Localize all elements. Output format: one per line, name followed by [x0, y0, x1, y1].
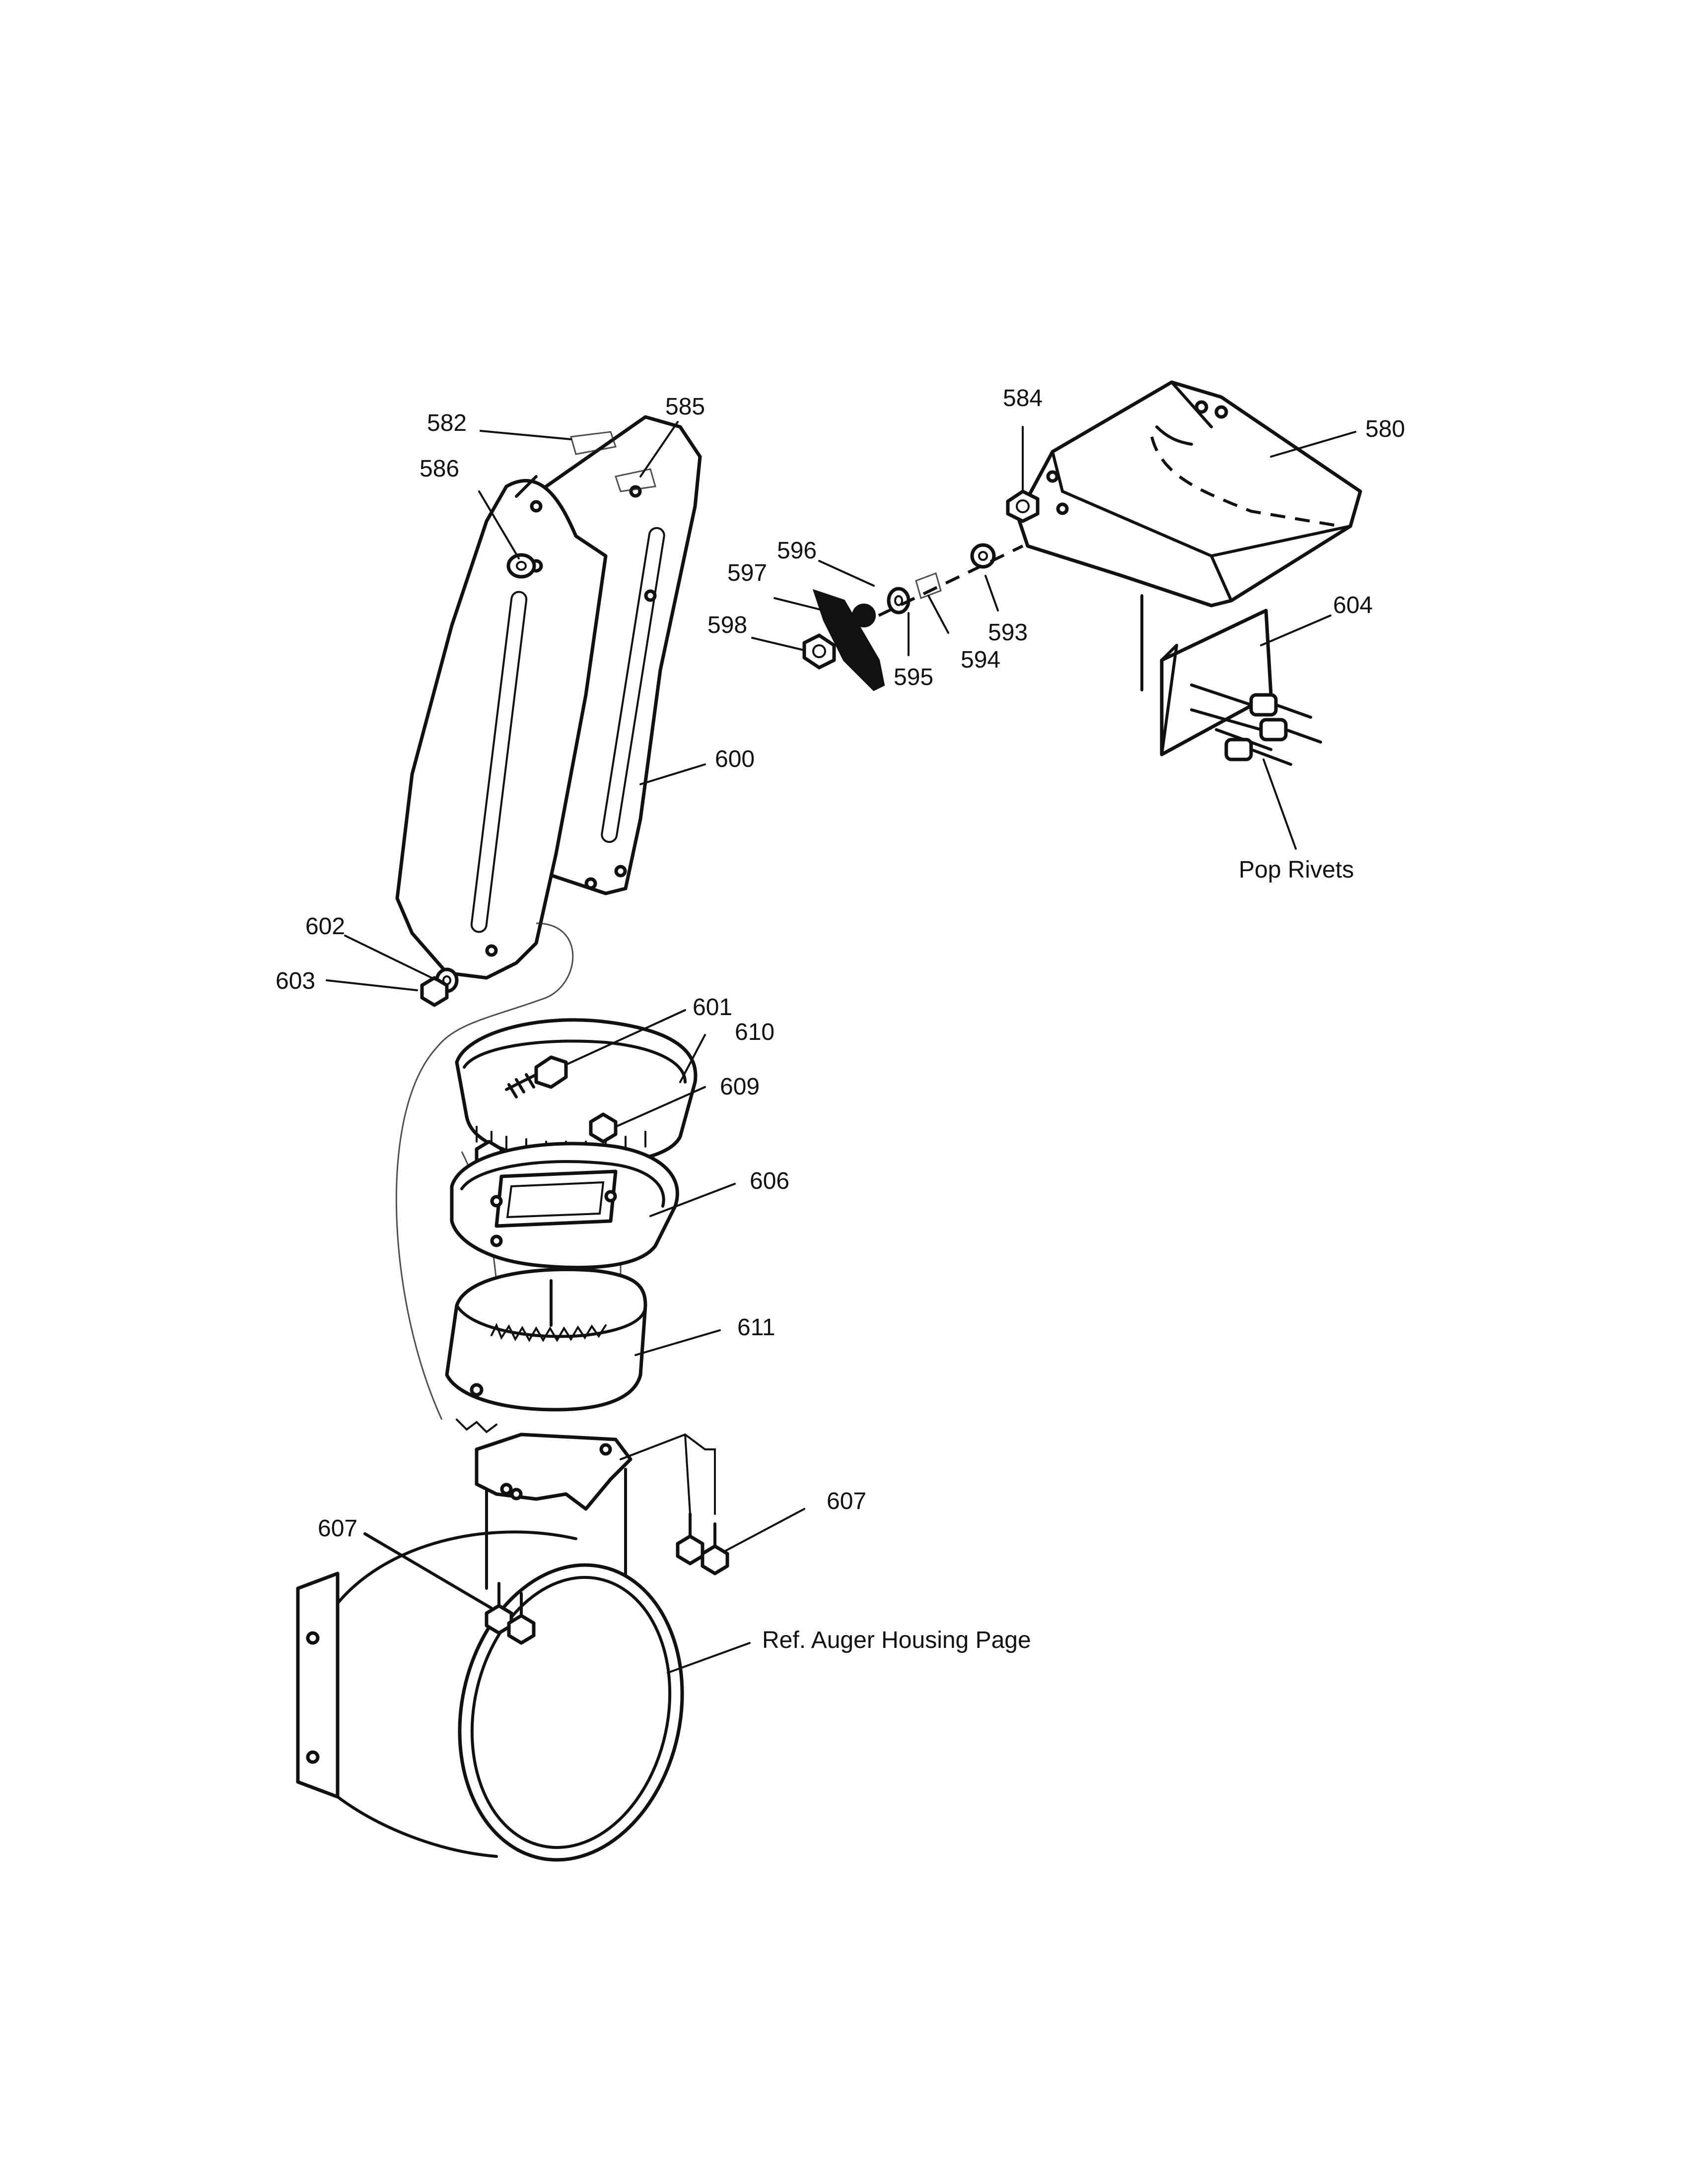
part-604-bracket — [1140, 594, 1322, 766]
callout-598: 598 — [707, 612, 747, 638]
part-611-gear — [445, 1268, 647, 1433]
part-594-spring — [915, 572, 942, 599]
part-586-washer — [506, 553, 536, 579]
callout-604: 604 — [1333, 592, 1373, 618]
callout-593: 593 — [988, 619, 1028, 646]
leader-lines — [326, 421, 1356, 1674]
part-auger-housing — [296, 1530, 684, 1862]
callout-610: 610 — [735, 1019, 774, 1045]
part-593-washer — [970, 543, 996, 569]
part-601-bolt — [505, 1055, 568, 1098]
callout-600: 600 — [715, 746, 755, 772]
callout-606: 606 — [750, 1168, 789, 1194]
part-582-bolt — [570, 431, 617, 455]
part-597-knob — [812, 589, 885, 691]
callout-594: 594 — [961, 647, 1000, 673]
part-584-nut — [1006, 489, 1040, 523]
callout-607-right: 607 — [827, 1488, 866, 1514]
callout-607-left: 607 — [318, 1515, 357, 1542]
callout-596: 596 — [777, 538, 817, 564]
part-607-bolts-left — [485, 1582, 536, 1645]
callout-603: 603 — [276, 968, 315, 994]
callout-584: 584 — [1003, 385, 1043, 411]
callout-585: 585 — [665, 394, 705, 420]
callout-609: 609 — [720, 1074, 760, 1100]
callout-580: 580 — [1365, 416, 1405, 442]
part-585-bolt — [615, 468, 656, 492]
callout-ref-auger-housing: Ref. Auger Housing Page — [762, 1627, 1031, 1653]
callout-602: 602 — [305, 913, 345, 940]
part-600-chute — [395, 415, 702, 980]
callout-597: 597 — [727, 560, 767, 586]
callout-586: 586 — [420, 456, 459, 482]
callout-pop-rivets: Pop Rivets — [1239, 857, 1354, 883]
callout-601: 601 — [693, 994, 732, 1021]
part-606-ring — [450, 1142, 679, 1270]
callout-611: 611 — [737, 1314, 775, 1341]
pop-rivets-icon — [1190, 683, 1322, 766]
part-603-nut — [420, 976, 449, 1007]
part-base-plate — [475, 1433, 633, 1590]
part-580-deflector — [1016, 380, 1362, 608]
part-610-ring — [455, 1018, 698, 1165]
part-598-nut — [802, 633, 836, 670]
callout-582: 582 — [427, 410, 467, 436]
part-607-bolts-right — [676, 1512, 729, 1575]
callout-595: 595 — [894, 664, 933, 690]
